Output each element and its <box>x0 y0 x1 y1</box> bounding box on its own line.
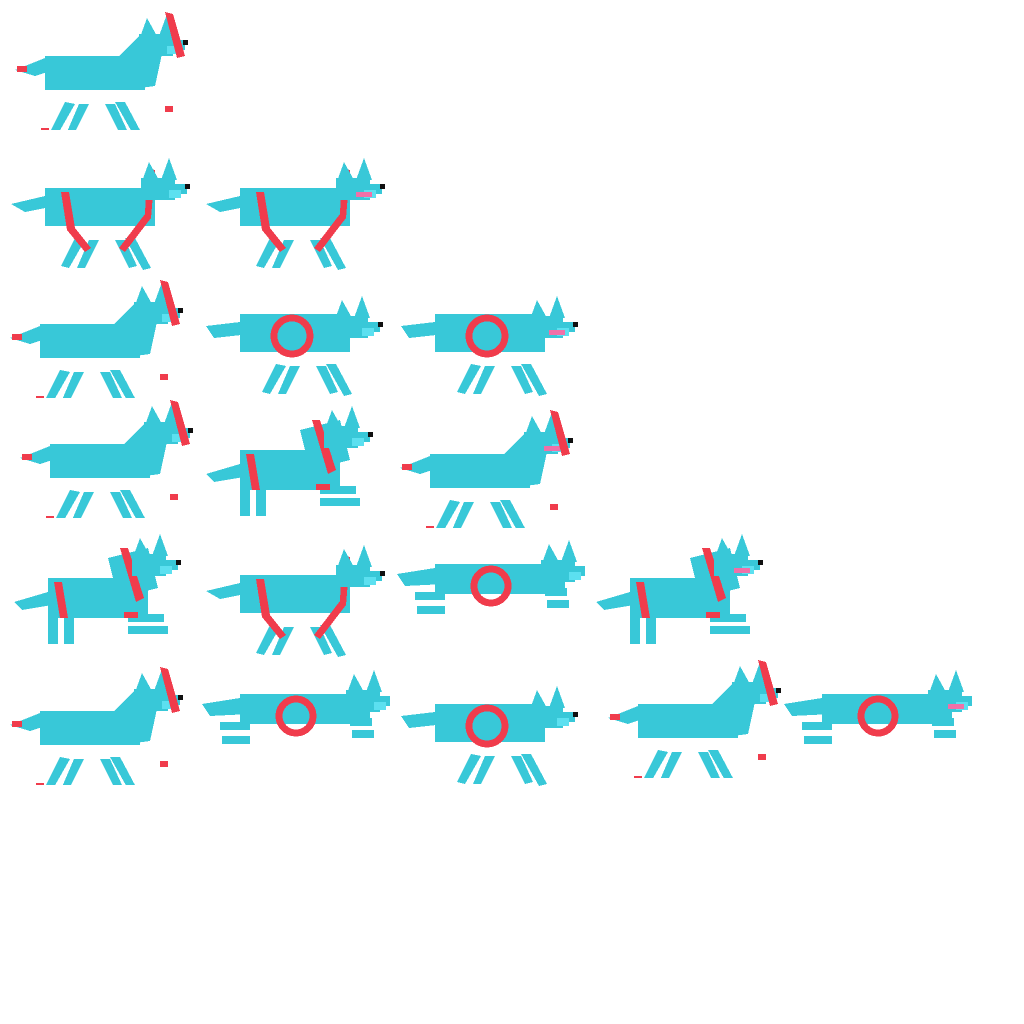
dog-sprite-r3-f2 <box>200 278 390 408</box>
dog-sprite-r4-f1 <box>10 388 200 518</box>
dog-sprite-r6-f3 <box>395 668 585 798</box>
dog-sprite-r1-f1 <box>5 0 195 130</box>
dog-sprite-r5-f2 <box>200 535 390 665</box>
dog-sprite-r4-f3 <box>390 398 580 528</box>
dog-side-run-icon <box>10 667 183 785</box>
dog-sprite-r5-f3 <box>395 520 585 650</box>
dog-collar-loop-icon <box>206 545 385 657</box>
dog-sprite-r3-f1 <box>0 268 190 398</box>
dog-sprite-r4-f2 <box>200 390 390 520</box>
dog-sprite-r5-f1 <box>8 518 198 648</box>
dog-flat-ring-icon <box>784 670 972 744</box>
dog-side-run-icon <box>400 410 573 528</box>
dog-front-ring-icon <box>401 296 578 396</box>
dog-side-run-icon <box>20 400 193 518</box>
dog-sprite-r6-f5 <box>782 650 972 780</box>
dog-side-run-icon <box>10 280 183 398</box>
dog-flat-ring-icon <box>397 540 585 614</box>
dog-collar-loop-icon <box>206 158 385 270</box>
dog-sitting-icon <box>14 534 181 644</box>
dog-sprite-r5-f4 <box>590 518 780 648</box>
dog-sitting-icon <box>596 534 763 644</box>
dog-sprite-r2-f1 <box>5 148 195 278</box>
dog-collar-loop-icon <box>11 158 190 270</box>
dog-sprite-r6-f2 <box>200 650 390 780</box>
dog-sprite-r3-f3 <box>395 278 585 408</box>
dog-sprite-r6-f1 <box>0 655 190 785</box>
dog-flat-ring-icon <box>202 670 390 744</box>
dog-sprite-r2-f2 <box>200 148 390 278</box>
dog-sprite-r6-f4 <box>598 648 788 778</box>
dog-side-run-icon <box>15 12 188 130</box>
dog-sitting-icon <box>206 406 373 516</box>
dog-side-run-icon <box>608 660 781 778</box>
dog-front-ring-icon <box>206 296 383 396</box>
dog-front-ring-icon <box>401 686 578 786</box>
